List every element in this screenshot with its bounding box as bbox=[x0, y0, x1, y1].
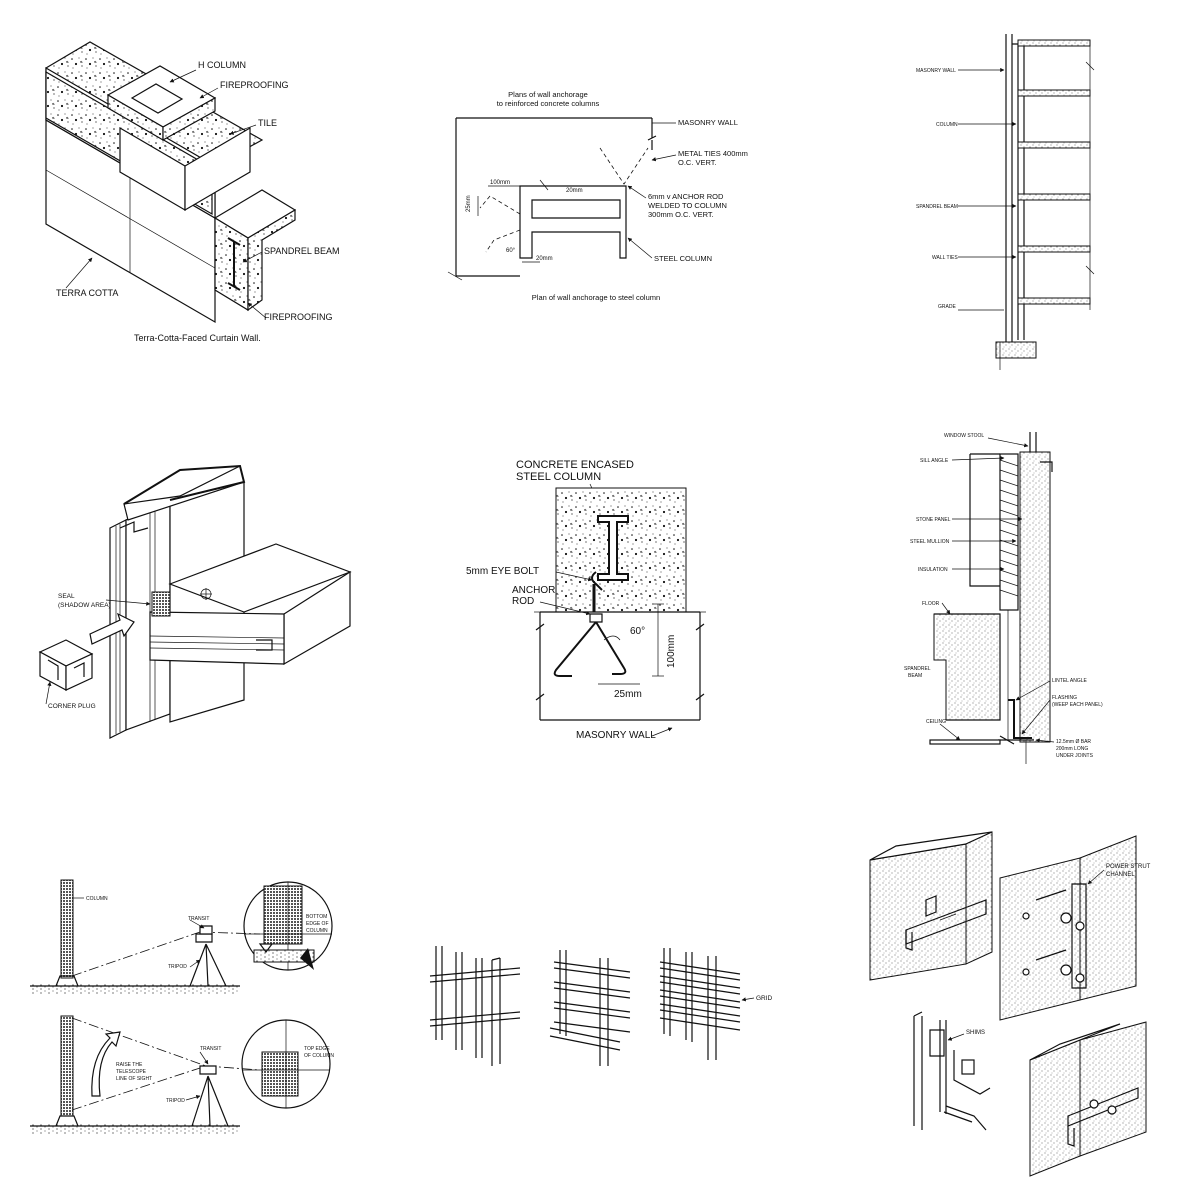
ce-dim-25mm: 25mm bbox=[614, 689, 642, 700]
strut-label-shims: SHIMS bbox=[966, 1030, 985, 1036]
concrete-encased-column-panel: CONCRETE ENCASED STEEL COLUMN 100mm 60° … bbox=[466, 459, 706, 741]
wall-section-floors bbox=[1017, 39, 1091, 305]
tc-label-fireproofing-bottom: FIREPROOFING bbox=[264, 312, 333, 322]
seal-label-1: SEAL bbox=[58, 593, 75, 600]
ws-label-wall-ties: WALL TIES bbox=[932, 255, 958, 261]
wa-label-anchor-2: WELDED TO COLUMN bbox=[648, 201, 727, 210]
sp-label-window-stool: WINDOW STOOL bbox=[944, 433, 984, 439]
wall-section-panel: MASONRY WALL COLUMN SPANDREL BEAM WALL T… bbox=[916, 34, 1095, 370]
ce-dim-100mm: 100mm bbox=[666, 635, 677, 668]
terra-cotta-curtain-wall-panel: H COLUMN FIREPROOFING TILE SPANDREL BEAM… bbox=[45, 41, 340, 343]
sp-label-lintel: LINTEL ANGLE bbox=[1052, 678, 1087, 684]
ce-label-eye-bolt: 5mm EYE BOLT bbox=[466, 566, 539, 577]
sp-label-bar-2: 200mm LONG bbox=[1056, 746, 1088, 752]
wa-label-masonry-wall: MASONRY WALL bbox=[678, 118, 738, 127]
ws-label-column: COLUMN bbox=[936, 122, 958, 128]
sp-label-stone-panel: STONE PANEL bbox=[916, 517, 951, 523]
tr-label-raise-3: LINE OF SIGHT bbox=[116, 1076, 152, 1082]
tr-label-tripod-b: TRIPOD bbox=[166, 1098, 185, 1104]
wa-label-metal-ties-2: O.C. VERT. bbox=[678, 158, 717, 167]
grid-verticals bbox=[429, 946, 521, 1066]
sp-label-bar-1: 12.5mm Ø BAR bbox=[1056, 739, 1091, 745]
seal-corner-plug-panel: SEAL (SHADOW AREA) CORNER PLUG bbox=[38, 464, 352, 739]
sp-label-bar-3: UNDER JOINTS bbox=[1056, 753, 1094, 759]
wall-anchorage-panel: Plans of wall anchorage to reinforced co… bbox=[447, 90, 748, 302]
wa-label-anchor-1: 6mm v ANCHOR ROD bbox=[648, 192, 724, 201]
tr-label-transit-b: TRANSIT bbox=[200, 1046, 221, 1052]
tc-label-h-column: H COLUMN bbox=[198, 60, 246, 70]
ws-label-spandrel-beam: SPANDREL BEAM bbox=[916, 204, 958, 210]
sp-label-floor: FLOOR bbox=[922, 601, 940, 607]
sp-label-ceiling: CEILING bbox=[926, 719, 946, 725]
tr-label-top-1: TOP EDGE bbox=[304, 1046, 330, 1052]
wa-title-line2: to reinforced concrete columns bbox=[497, 99, 600, 108]
tr-label-top-2: OF COLUMN bbox=[304, 1053, 334, 1059]
strut-label-power-2: CHANNEL bbox=[1106, 872, 1135, 878]
sp-label-steel-mullion: STEEL MULLION bbox=[910, 539, 950, 545]
wa-caption: Plan of wall anchorage to steel column bbox=[532, 293, 660, 302]
tr-label-tripod-a: TRIPOD bbox=[168, 964, 187, 970]
grid-horizontals bbox=[549, 950, 631, 1066]
sp-label-sill-angle: SILL ANGLE bbox=[920, 458, 949, 464]
sp-label-spandrel-1: SPANDREL bbox=[904, 666, 931, 672]
ce-title-1: CONCRETE ENCASED bbox=[516, 459, 634, 471]
sp-label-flashing-2: (WEEP EACH PANEL) bbox=[1052, 702, 1103, 708]
ce-label-anchor-1: ANCHOR bbox=[512, 585, 555, 596]
tr-label-column: COLUMN bbox=[86, 896, 108, 902]
ce-label-masonry-wall: MASONRY WALL bbox=[576, 730, 656, 741]
tr-label-bottom-2: EDGE OF bbox=[306, 921, 329, 927]
tc-label-fireproofing-top: FIREPROOFING bbox=[220, 80, 289, 90]
grid-label: GRID bbox=[756, 995, 773, 1002]
seal-label-2: (SHADOW AREA) bbox=[58, 602, 111, 609]
tr-label-raise-2: TELESCOPE bbox=[116, 1069, 147, 1075]
wa-title-line1: Plans of wall anchorage bbox=[508, 90, 588, 99]
tc-label-terra-cotta: TERRA COTTA bbox=[56, 288, 118, 298]
grid-mesh bbox=[659, 948, 741, 1060]
wa-dim-60deg: 60° bbox=[506, 248, 516, 254]
corner-plug-label: CORNER PLUG bbox=[48, 703, 96, 710]
tr-label-bottom-3: COLUMN bbox=[306, 928, 328, 934]
ce-title-2: STEEL COLUMN bbox=[516, 471, 601, 483]
wa-dim-25mm: 25mm bbox=[466, 195, 472, 212]
tr-label-transit-a: TRANSIT bbox=[188, 916, 209, 922]
tr-label-bottom-1: BOTTOM bbox=[306, 914, 327, 920]
tc-label-tile: TILE bbox=[258, 118, 277, 128]
ce-dim-60deg: 60° bbox=[630, 626, 645, 637]
ce-label-anchor-2: ROD bbox=[512, 596, 534, 607]
wa-label-metal-ties-1: METAL TIES 400mm bbox=[678, 149, 748, 158]
wa-label-steel-column: STEEL COLUMN bbox=[654, 254, 712, 263]
wa-dim-100mm: 100mm bbox=[490, 180, 510, 186]
power-strut-panel: POWER STRUT CHANNEL SHIMS bbox=[869, 831, 1151, 1177]
sp-label-insulation: INSULATION bbox=[918, 567, 948, 573]
grid-assemblies-panel: GRID bbox=[429, 946, 773, 1066]
ws-label-masonry-wall: MASONRY WALL bbox=[916, 68, 956, 74]
tc-label-spandrel-beam: SPANDREL BEAM bbox=[264, 246, 340, 256]
tc-caption: Terra-Cotta-Faced Curtain Wall. bbox=[134, 333, 261, 343]
ws-label-grade: GRADE bbox=[938, 304, 956, 310]
transit-sighting-panel: COLUMN TRANSIT TRIPOD BOTTOM EDGE OF COL… bbox=[30, 879, 334, 1134]
wa-label-anchor-3: 300mm O.C. VERT. bbox=[648, 210, 714, 219]
tr-label-raise-1: RAISE THE bbox=[116, 1062, 143, 1068]
sp-label-flashing-1: FLASHING bbox=[1052, 695, 1077, 701]
wa-dim-20mm-b: 20mm bbox=[536, 256, 553, 262]
strut-label-power-1: POWER STRUT bbox=[1106, 864, 1151, 870]
stone-panel-section-panel: WINDOW STOOL SILL ANGLE STONE PANEL STEE… bbox=[904, 432, 1103, 764]
wa-dim-20mm-a: 20mm bbox=[566, 188, 583, 194]
sp-label-spandrel-2: BEAM bbox=[908, 673, 922, 679]
